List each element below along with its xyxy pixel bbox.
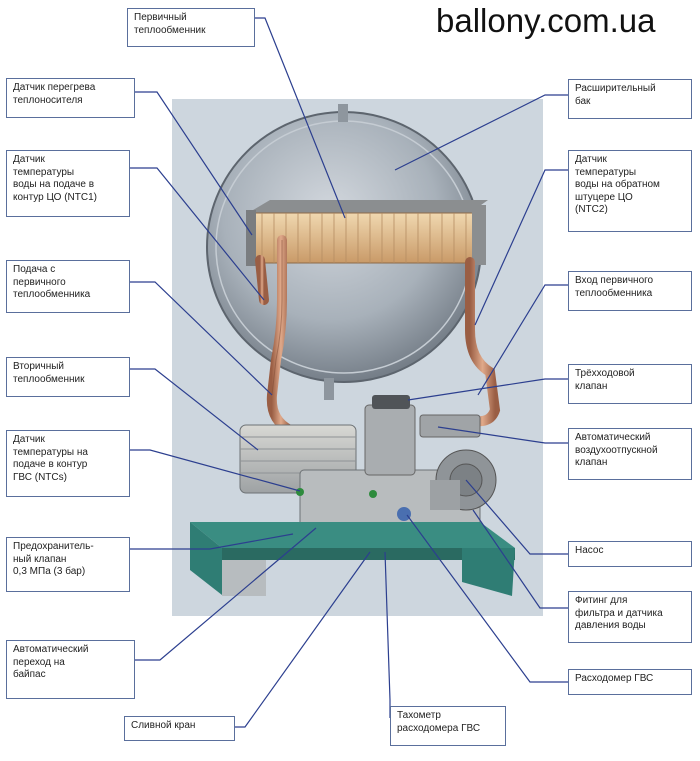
label-tachometer: Тахометр расходомера ГВС [390,706,506,746]
label-three-way-valve: Трёхходовой клапан [568,364,692,404]
label-filter-fitting: Фитинг для фильтра и датчика давления во… [568,591,692,643]
leader-lines [130,17,568,728]
label-dhw-temp-sensor: Датчик температуры на подаче в контур ГВ… [6,430,130,497]
label-secondary-heat-exchanger: Вторичный теплообменник [6,357,130,397]
label-safety-valve: Предохранитель- ный клапан 0,3 МПа (3 ба… [6,537,130,592]
label-expansion-tank: Расширительный бак [568,79,692,119]
mounting-bracket [190,522,515,596]
watermark: ballony.com.ua [436,2,656,39]
label-supply-temp-sensor: Датчик температуры воды на подаче в конт… [6,150,130,217]
label-primary-hx-supply: Подача с первичного теплообменника [6,260,130,313]
label-pump: Насос [568,541,692,567]
label-primary-hx-inlet: Вход первичного теплообменника [568,271,692,311]
label-auto-bypass: Автоматический переход на байпас [6,640,135,699]
primary-heat-exchanger [246,200,488,266]
label-primary-heat-exchanger: Первичный теплообменник [127,8,255,47]
label-overheat-sensor: Датчик перегрева теплоносителя [6,78,135,118]
label-auto-air-vent: Автоматический воздухоотпускной клапан [568,428,692,480]
label-return-temp-sensor: Датчик температуры воды на обратном штуц… [568,150,692,232]
label-drain-tap: Сливной кран [124,716,235,741]
label-dhw-flowmeter: Расходомер ГВС [568,669,692,695]
